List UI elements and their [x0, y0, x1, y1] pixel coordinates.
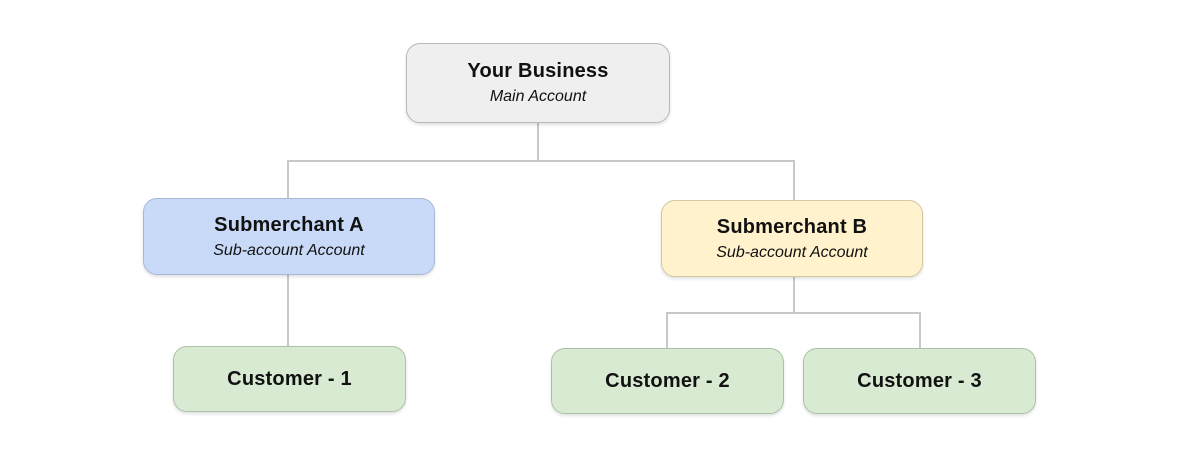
node-title: Customer - 1	[227, 368, 352, 390]
node-title: Customer - 3	[857, 370, 982, 392]
node-title: Your Business	[467, 60, 609, 83]
node-subtitle: Sub-account Account	[213, 241, 365, 259]
node-title: Submerchant B	[716, 215, 868, 238]
node-submerchant-b: Submerchant B Sub-account Account	[661, 200, 923, 277]
node-customer-3: Customer - 3	[803, 348, 1036, 414]
node-title: Submerchant A	[214, 213, 364, 236]
node-subtitle: Sub-account Account	[716, 243, 868, 261]
node-title: Customer - 2	[605, 370, 730, 392]
node-customer-1: Customer - 1	[173, 346, 406, 412]
node-your-business: Your Business Main Account	[406, 43, 670, 123]
node-customer-2: Customer - 2	[551, 348, 784, 414]
node-subtitle: Main Account	[489, 88, 587, 106]
node-submerchant-a: Submerchant A Sub-account Account	[143, 198, 435, 275]
